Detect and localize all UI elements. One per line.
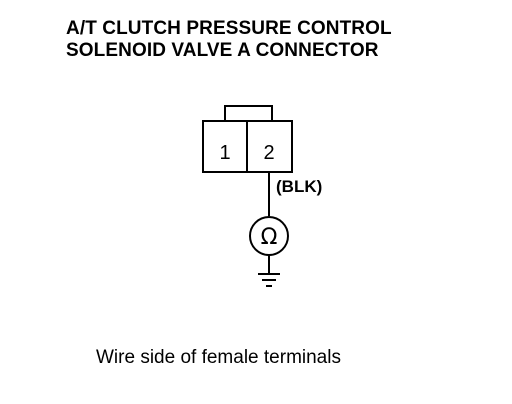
terminal-1-label: 1 (219, 142, 230, 164)
connector-lock-tab (224, 105, 273, 121)
ohm-symbol: Ω (261, 225, 278, 250)
wire-color-label: (BLK) (276, 177, 322, 196)
diagram-caption: Wire side of female terminals (96, 347, 341, 368)
diagram-title: A/T CLUTCH PRESSURE CONTROL SOLENOID VAL… (66, 18, 486, 62)
ground-icon (258, 273, 280, 287)
title-line-2: SOLENOID VALVE A CONNECTOR (66, 40, 379, 61)
terminal-2-label: 2 (263, 142, 274, 164)
title-line-1: A/T CLUTCH PRESSURE CONTROL (66, 18, 392, 39)
